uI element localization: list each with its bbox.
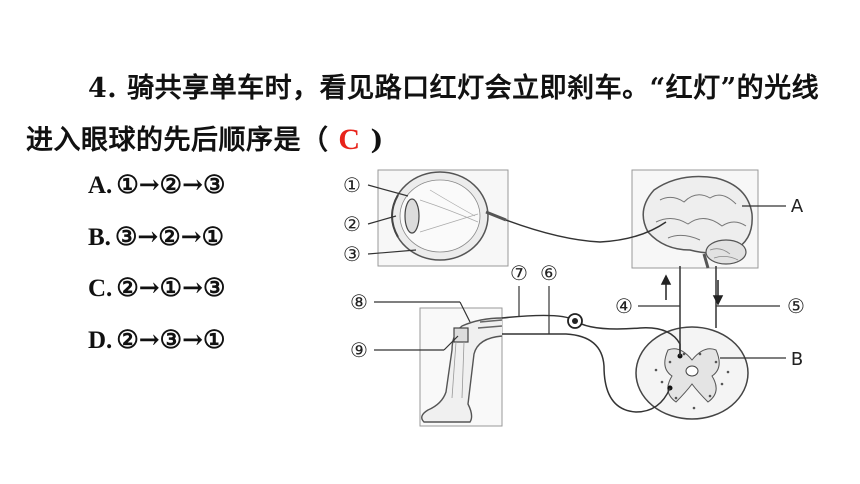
label-1: ① (343, 173, 361, 197)
option-d-text: ②→③→① (116, 325, 226, 354)
option-d-letter: D. (88, 327, 113, 354)
question-text-line1: 4. 骑共享单车时，看见路口红灯会立即刹车。“红灯”的光线 (88, 73, 820, 104)
ganglion-core (572, 318, 578, 324)
spinal-cord-cross-section (635, 326, 749, 420)
eye-illustration (377, 169, 509, 267)
leg-illustration (419, 307, 503, 427)
label-b: B (791, 349, 803, 370)
option-c[interactable]: C.②→①→③ (88, 273, 225, 303)
option-b-letter: B. (88, 224, 111, 251)
question-prefix: 进入眼球的先后顺序是（ (26, 125, 339, 156)
option-b[interactable]: B.③→②→① (88, 222, 224, 252)
question-suffix: ) (360, 125, 384, 156)
label-7: ⑦ (510, 261, 528, 285)
brain-illustration (631, 169, 759, 269)
label-3: ③ (343, 242, 361, 266)
answer-letter: C (338, 123, 361, 156)
label-2: ② (343, 212, 361, 236)
label-8: ⑧ (350, 290, 368, 314)
option-a-letter: A. (88, 172, 113, 199)
label-4: ④ (615, 294, 633, 318)
label-5: ⑤ (787, 294, 805, 318)
option-b-text: ③→②→① (114, 222, 225, 251)
option-c-text: ②→①→③ (116, 273, 226, 302)
question-text-line2: 进入眼球的先后顺序是（ C ) (26, 118, 384, 157)
label-9: ⑨ (350, 338, 368, 362)
option-c-letter: C. (88, 275, 113, 302)
option-a[interactable]: A.①→②→③ (88, 170, 225, 200)
label-a: A (791, 196, 804, 217)
direction-arrows (660, 274, 724, 306)
option-d[interactable]: D.②→③→① (88, 325, 225, 355)
option-a-text: ①→②→③ (116, 170, 226, 199)
label-6: ⑥ (540, 261, 558, 285)
leader-lines (367, 184, 786, 359)
